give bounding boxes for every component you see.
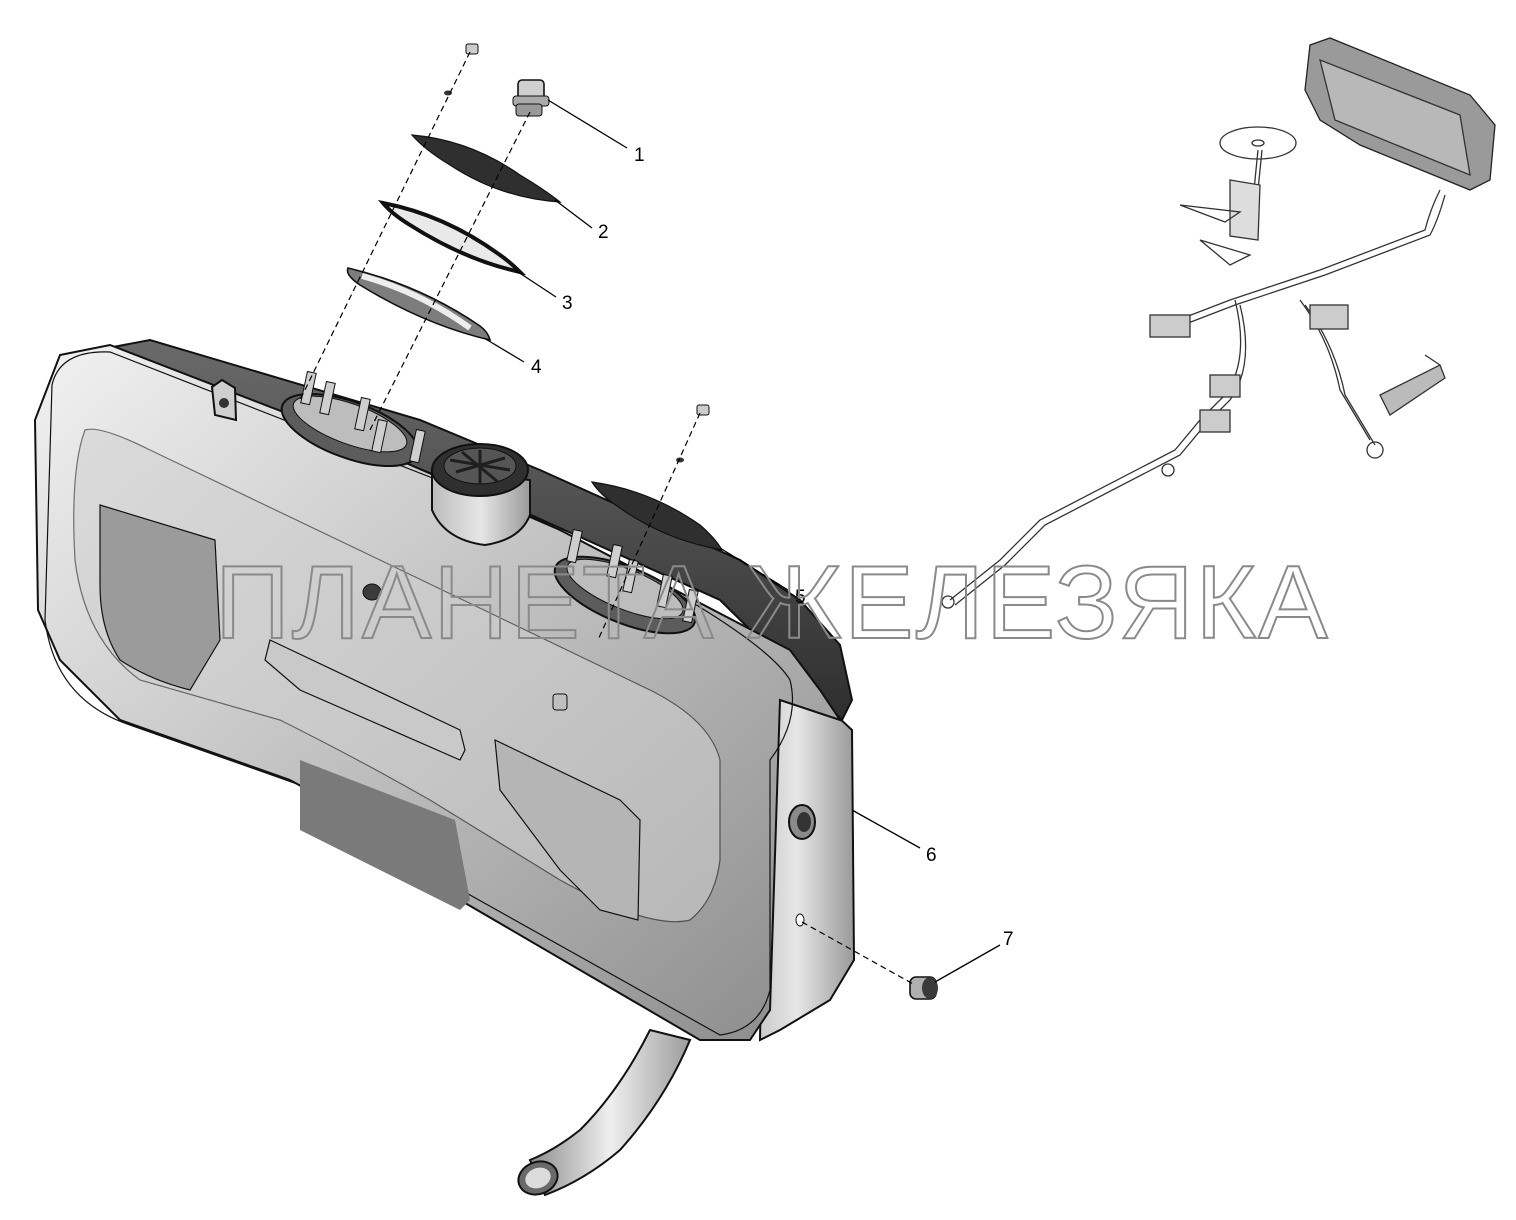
assembly-axes — [299, 51, 916, 986]
tank-emboss-right — [494, 738, 641, 921]
tank — [33, 338, 856, 1197]
tank-emboss-left — [99, 504, 221, 691]
leader-lines — [483, 99, 1001, 983]
part-7-drain-plug — [909, 976, 938, 1000]
callout-2: 2 — [598, 222, 609, 243]
part-1-fitting — [512, 79, 550, 117]
part-2-gasket — [410, 134, 562, 203]
face-plug — [362, 583, 382, 601]
callout-1: 1 — [634, 145, 645, 166]
sender-flange-left — [280, 370, 426, 468]
mounting-tab-hole — [219, 398, 229, 408]
context-cylinder — [1379, 364, 1446, 416]
callout-6: 6 — [926, 845, 937, 866]
sender-flange-right — [553, 528, 699, 635]
filler-neck — [431, 443, 531, 547]
tank-recess — [300, 760, 470, 910]
drain-hole — [795, 913, 805, 927]
context-steering-wheel — [1219, 126, 1297, 160]
part-3-ring — [377, 199, 527, 276]
screw-top-left — [444, 43, 479, 96]
face-stud — [552, 693, 568, 711]
callout-4: 4 — [531, 357, 542, 378]
tank-emboss-middle — [264, 639, 466, 761]
context-assembly — [941, 37, 1496, 609]
part-5-gasket — [590, 481, 724, 551]
tank-rim — [44, 351, 794, 1036]
part-4-ring — [346, 267, 492, 342]
outlet-pipe — [528, 1028, 692, 1197]
callout-3: 3 — [562, 293, 573, 314]
watermark: ПЛАНЕТА ЖЕЛЕЗЯКА — [215, 545, 1330, 661]
end-fitting-bore — [797, 812, 811, 832]
callout-5: 5 — [795, 587, 806, 608]
callout-7: 7 — [1003, 929, 1014, 950]
screw-top-right — [676, 404, 710, 463]
